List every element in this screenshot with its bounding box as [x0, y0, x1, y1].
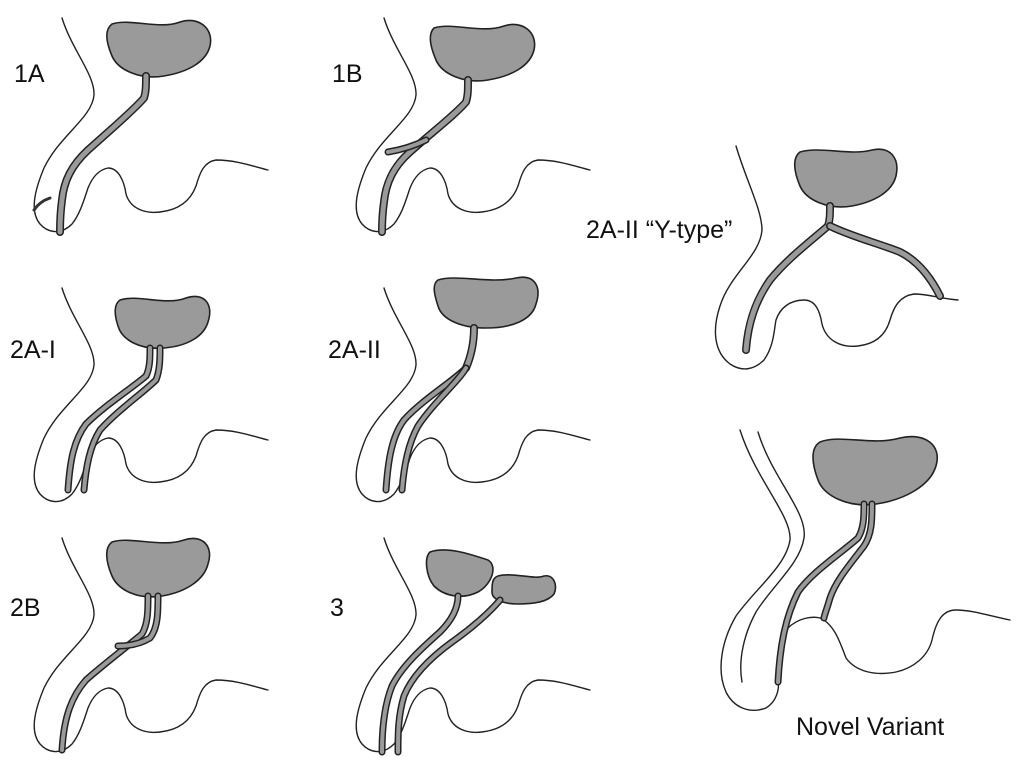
label-2A-I: 2A-I	[10, 338, 56, 363]
panel-novel-variant	[721, 430, 1010, 710]
gland-lobe	[430, 24, 534, 80]
gland-lobe	[107, 538, 210, 596]
label-3: 3	[330, 596, 344, 621]
label-2A-II-Y: 2A-II “Y-type”	[586, 218, 732, 243]
label-1A: 1A	[14, 62, 45, 87]
label-2B: 2B	[10, 596, 41, 621]
panel-1B	[356, 18, 590, 232]
label-1B: 1B	[332, 62, 363, 87]
label-novel-variant: Novel Variant	[796, 715, 944, 740]
panel-2B	[34, 538, 268, 752]
panel-1A	[34, 18, 268, 232]
gland-lobe	[813, 437, 937, 505]
gland-lobe-left	[427, 550, 493, 596]
gland-lobe	[795, 149, 897, 207]
gland-lobe	[115, 296, 210, 348]
panel-2A-I	[34, 288, 268, 502]
gland-lobe	[107, 20, 211, 76]
panel-2A-II-Y	[715, 146, 958, 369]
panel-3	[356, 538, 590, 752]
label-2A-II: 2A-II	[328, 338, 381, 363]
gland-lobe	[434, 277, 538, 328]
panel-2A-II	[356, 277, 590, 501]
